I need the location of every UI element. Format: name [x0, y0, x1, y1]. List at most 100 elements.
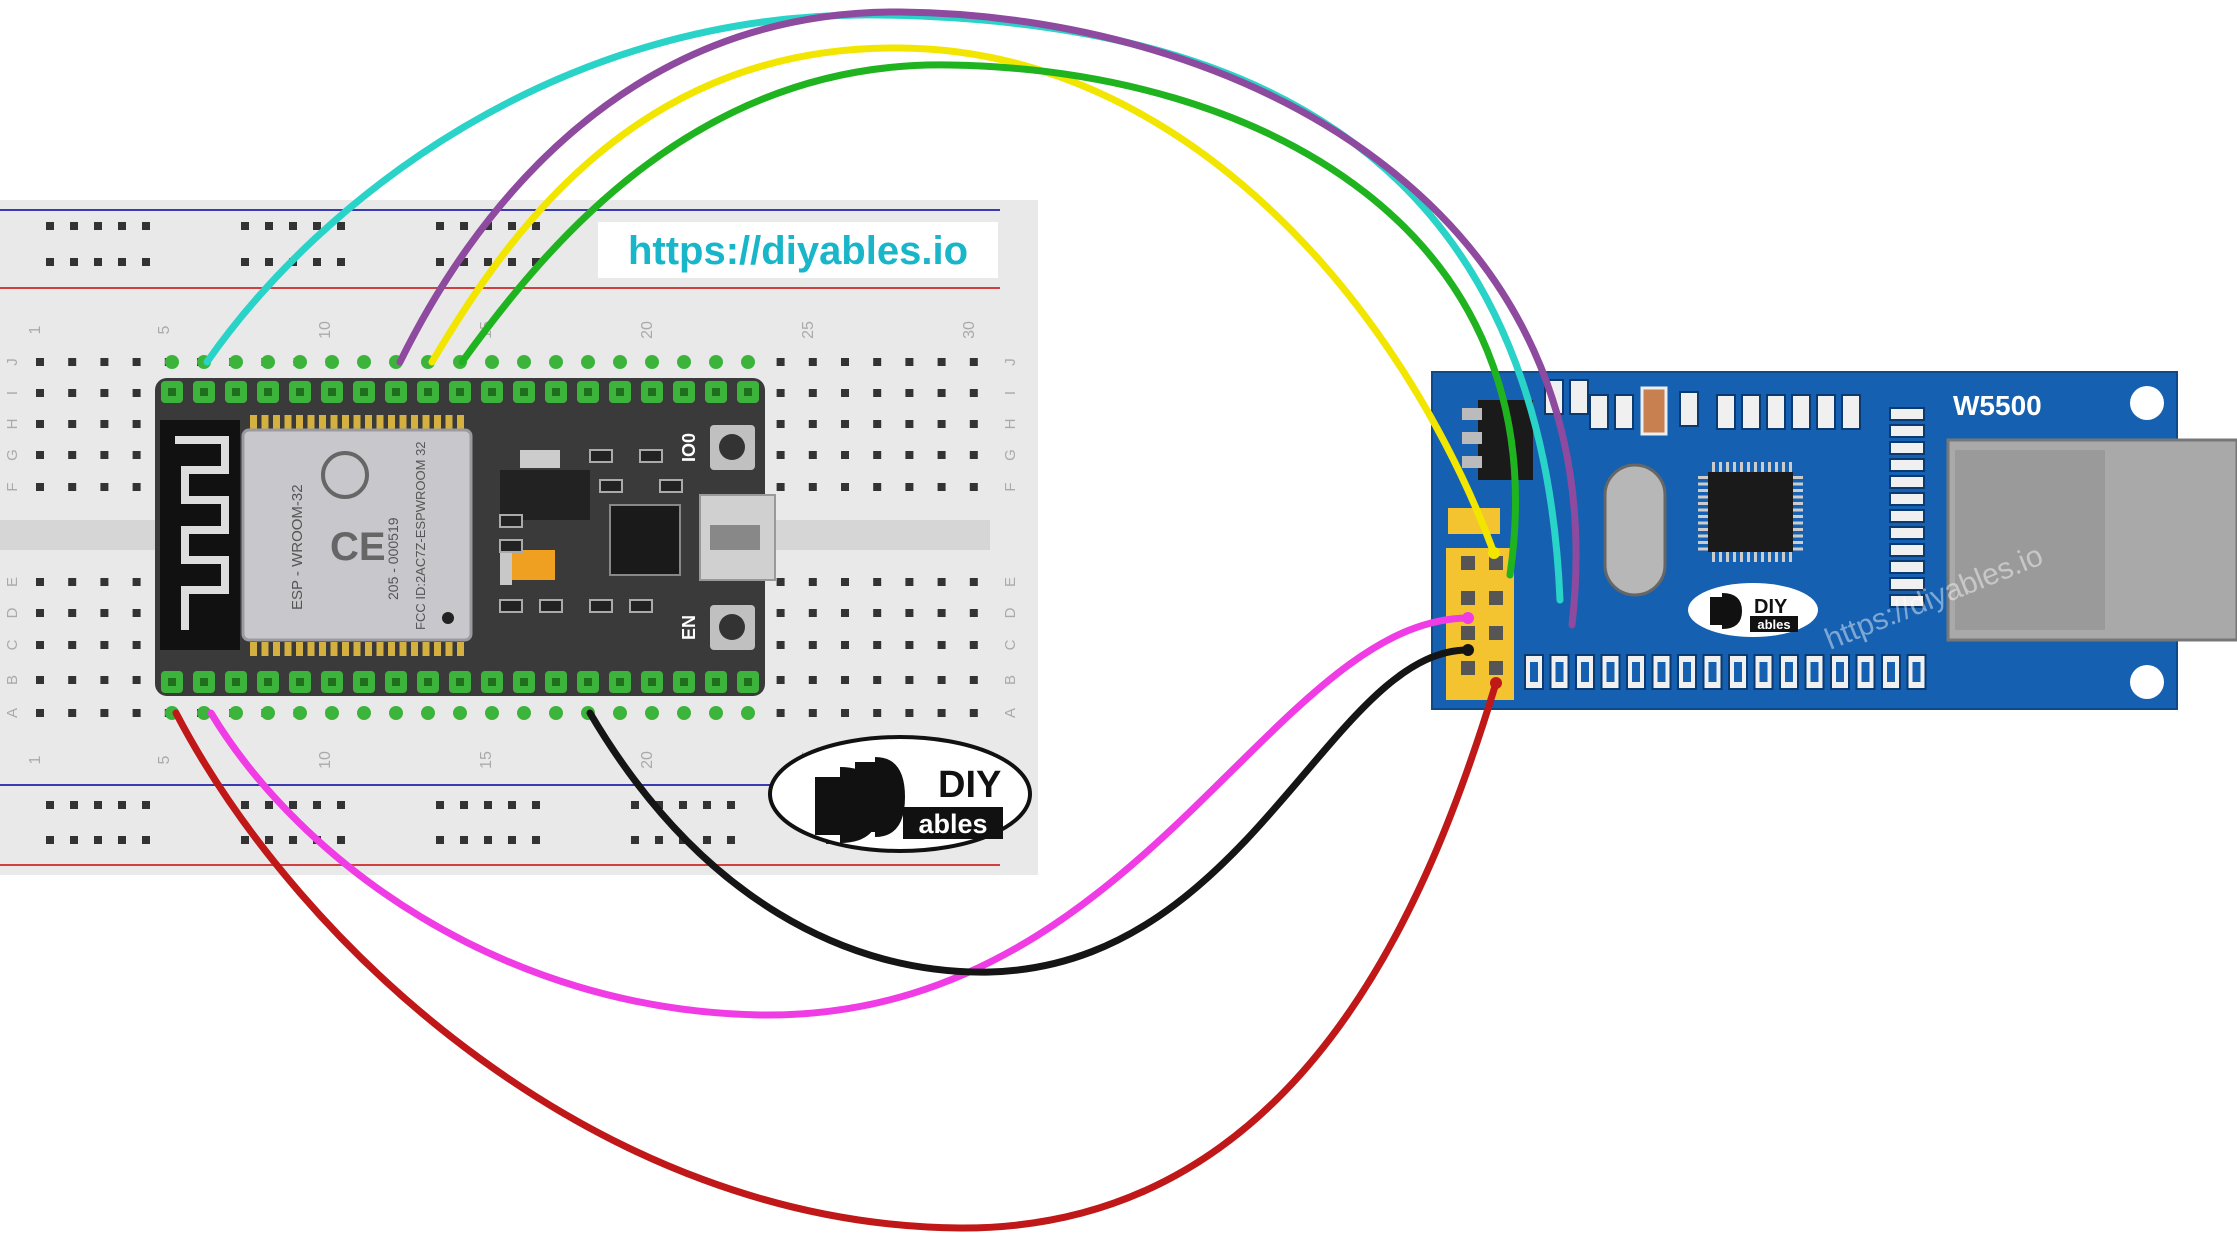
row-letter: E [1002, 577, 1019, 587]
en-button-cap[interactable] [719, 614, 745, 640]
breadboard-hole [68, 451, 77, 459]
wire-green [458, 61, 1519, 579]
breadboard-hole [118, 258, 126, 266]
breadboard-hole [937, 420, 946, 428]
breadboard-active-hole [741, 355, 755, 369]
w5500-smd [1889, 458, 1925, 472]
chip-pin [1754, 552, 1757, 562]
breadboard-hole [100, 709, 109, 717]
esp32-pad [307, 415, 315, 429]
breadboard-active-hole [517, 706, 531, 720]
breadboard-hole [655, 801, 663, 809]
breadboard-hole [905, 578, 914, 586]
chip-pin [1698, 482, 1708, 486]
breadboard-hole [776, 709, 785, 717]
chip-pin [1789, 552, 1792, 562]
breadboard-hole [132, 483, 141, 491]
esp32-pin-hole [456, 388, 464, 396]
esp32-pad [399, 415, 407, 429]
w5500-smd [1889, 475, 1925, 489]
w5500-header [1446, 548, 1514, 700]
breadboard-hole [337, 258, 345, 266]
header-pin [1489, 556, 1503, 570]
header-pin [1489, 626, 1503, 640]
w5500-smd-inner [1555, 662, 1564, 682]
breadboard-hole [46, 801, 54, 809]
breadboard-hole [68, 641, 77, 649]
esp32-pad [261, 642, 269, 656]
w5500-smd [1889, 424, 1925, 438]
w5500-smd [1841, 394, 1861, 430]
esp32-pad [330, 642, 338, 656]
w5500-smd-inner [1836, 662, 1844, 682]
breadboard-hole [36, 451, 44, 459]
breadboard-hole [532, 836, 540, 844]
breadboard-hole [937, 389, 946, 397]
breadboard-hole [100, 641, 109, 649]
esp32-pad [250, 642, 257, 656]
smd-component [639, 449, 663, 463]
wire-magenta [207, 614, 1472, 1019]
esp32-pads [250, 415, 464, 656]
esp32-pad [284, 642, 292, 656]
breadboard-active-hole [229, 355, 243, 369]
breadboard-hole [241, 836, 249, 844]
breadboard-hole [727, 836, 735, 844]
url-watermark-text: https://diyables.io [628, 229, 968, 273]
regulator-chip [500, 470, 590, 520]
url-watermark: https://diyables.io [598, 222, 998, 278]
ce-mark: CE [330, 525, 386, 569]
breadboard-hole [905, 420, 914, 428]
breadboard-active-hole [325, 706, 339, 720]
esp32-cert-group: 205 - 000519 [385, 517, 401, 600]
breadboard-hole [142, 258, 150, 266]
breadboard-hole [841, 451, 849, 459]
w5500-smd [1889, 509, 1925, 523]
chip-pin [1719, 462, 1722, 472]
breadboard-hole [937, 609, 946, 617]
breadboard-hole [36, 609, 44, 617]
smd-component [499, 599, 523, 613]
row-letter: G [4, 449, 21, 461]
boot-label-group: IO0 [679, 433, 699, 462]
esp32-pin-hole [584, 388, 592, 396]
breadboard-active-hole [709, 355, 723, 369]
esp32-pin-hole [712, 678, 720, 686]
row-letter: J [1002, 358, 1019, 366]
column-number-top: 20 [639, 321, 656, 339]
breadboard-hole [969, 578, 978, 586]
breadboard-hole [841, 709, 849, 717]
boot-button-label: IO0 [679, 433, 699, 462]
w5500-smd [1589, 394, 1609, 430]
en-label-group: EN [679, 615, 699, 640]
breadboard-active-hole [613, 355, 627, 369]
esp32-pin-hole [648, 388, 656, 396]
chip-pin [1775, 552, 1778, 562]
header-small [1448, 508, 1500, 534]
esp32-pad [422, 642, 430, 656]
boot-button-cap[interactable] [719, 434, 745, 460]
esp32-pin-hole [520, 388, 528, 396]
esp32-shield-text: ESP - WROOM-32 [289, 484, 306, 610]
breadboard-hole [873, 641, 882, 649]
end-red [1490, 677, 1502, 689]
breadboard-hole [808, 641, 817, 649]
breadboard-active-hole [229, 706, 243, 720]
esp32-pad [284, 415, 292, 429]
breadboard-hole [808, 578, 817, 586]
breadboard-hole [905, 389, 914, 397]
chip-pin [1733, 462, 1736, 472]
row-letter: A [1002, 708, 1019, 718]
breadboard-hole [776, 420, 785, 428]
breadboard-hole [142, 222, 150, 230]
breadboard-hole [68, 578, 77, 586]
smd-component [499, 514, 523, 528]
chip-pin [1698, 521, 1708, 525]
chip-pin [1768, 462, 1771, 472]
w5500-smd-inner [1657, 662, 1666, 682]
header-pin [1489, 661, 1503, 675]
capacitor-lead [500, 545, 512, 585]
breadboard-hole [436, 836, 444, 844]
w5500-smd-inner [1581, 662, 1589, 682]
esp32-pin-hole [616, 388, 624, 396]
